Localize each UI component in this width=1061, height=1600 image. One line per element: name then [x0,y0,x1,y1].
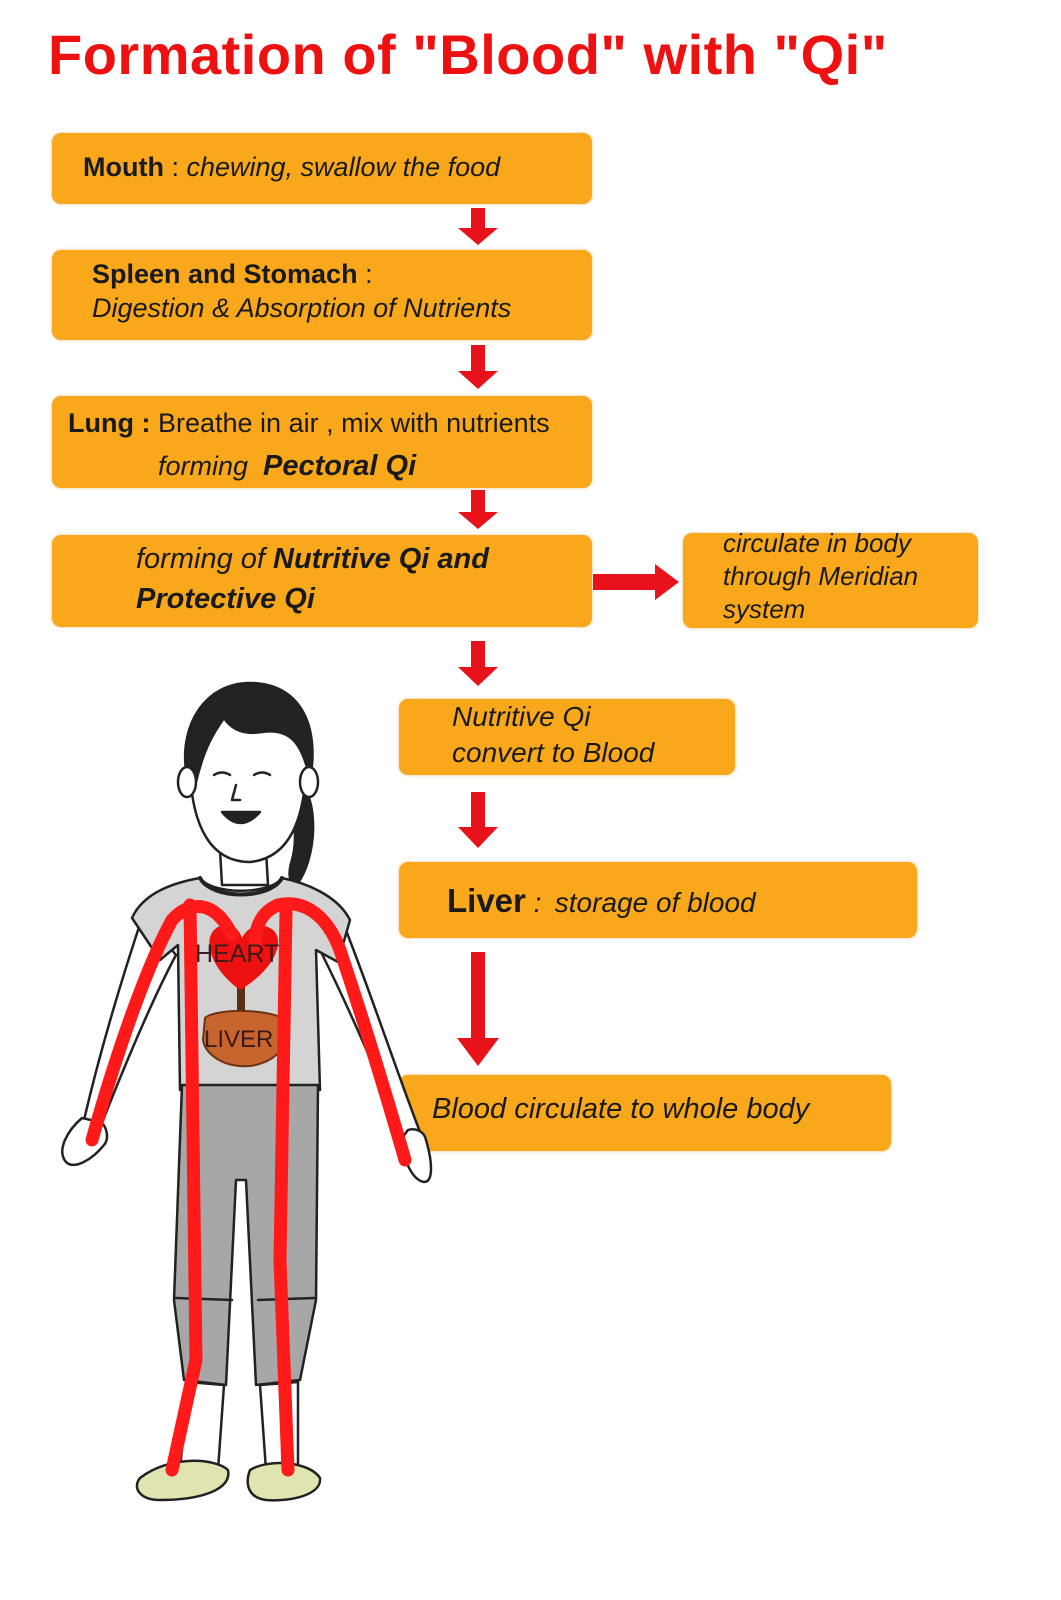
pectoral-qi-label: Pectoral Qi [263,450,417,482]
lung-forming-text: forming [158,451,249,481]
meridian-line-3: system [723,594,806,624]
protective-qi-label: Protective Qi [136,583,315,615]
arrow-qi-to-convert [458,641,498,686]
mouth-label: Mouth [83,152,164,182]
lung-label: Lung : [68,408,151,438]
step-spleen-stomach-box: Spleen and Stomach : Digestion & Absorpt… [52,250,592,340]
convert-line-1: Nutritive Qi [452,701,591,732]
step-convert-box: Nutritive Qi convert to Blood [399,699,735,775]
meridian-box: circulate in body through Meridian syste… [683,528,978,628]
mouth-text: chewing, swallow the food [186,152,501,182]
liver-step-label: Liver [447,882,526,919]
arrow-mouth-to-spleen [458,208,498,245]
lung-text: Breathe in air , mix with nutrients [157,408,550,438]
arrow-convert-to-liver [458,792,498,848]
meridian-line-1: circulate in body [723,528,911,558]
meridian-line-2: through Meridian [723,561,919,591]
arrow-lung-to-qi [458,490,498,529]
arrow-spleen-to-lung [458,345,498,389]
spleen-stomach-label: Spleen and Stomach [92,259,358,289]
circulate-text: Blood circulate to whole body [432,1093,810,1125]
convert-line-2: convert to Blood [452,737,655,768]
step-circulate-box: Blood circulate to whole body [399,1075,891,1151]
arrow-qi-to-meridian [593,564,679,600]
liver-step-separator: : [525,887,542,918]
step-liver-box: Liver : storage of blood [399,862,917,938]
spleen-stomach-text: Digestion & Absorption of Nutrients [92,293,512,323]
liver-step-text: storage of blood [554,887,756,918]
spleen-stomach-separator: : [357,259,373,289]
step-mouth-box: Mouth : chewing, swallow the food [52,133,592,204]
qi-forming-text: forming of [136,543,265,575]
heart-label: HEART [195,940,279,968]
step-nutritive-protective-box: forming of Nutritive Qi and Protective Q… [52,535,592,627]
liver-organ-label: LIVER [204,1026,273,1053]
arrow-liver-to-circulate [457,952,499,1066]
mouth-separator: : [163,152,187,182]
nutritive-qi-label: Nutritive Qi and [273,543,489,575]
page-title: Formation of "Blood" with "Qi" [48,23,888,86]
step-lung-box: Lung : Breathe in air , mix with nutrien… [52,396,592,488]
